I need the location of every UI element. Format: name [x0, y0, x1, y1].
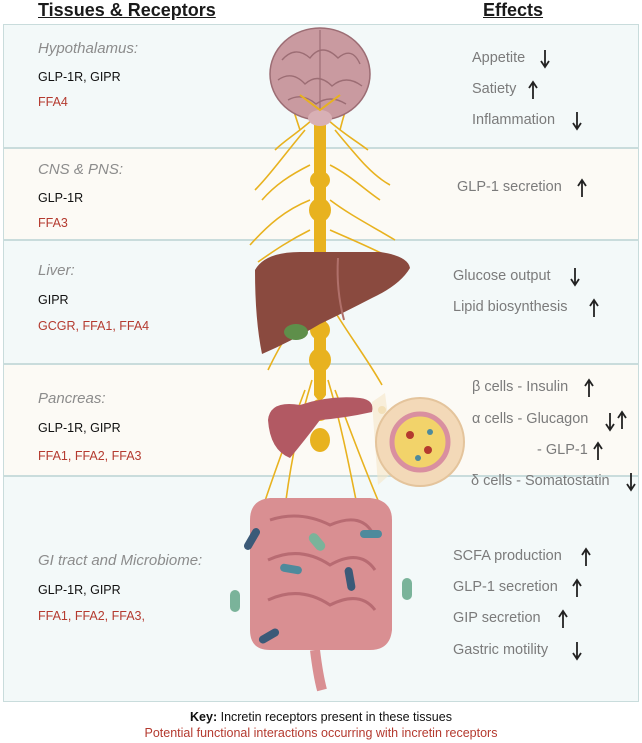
- effect-glp1-secretion-cns: GLP-1 secretion: [457, 179, 562, 195]
- up-arrow-icon: [572, 578, 582, 597]
- effect-glucose-output: Glucose output: [453, 268, 551, 284]
- up-arrow-icon: [558, 609, 568, 628]
- effect-beta-insulin: β cells - Insulin: [472, 379, 569, 395]
- effect-inflammation: Inflammation: [472, 112, 556, 128]
- receptors-hypothalamus: GLP-1R, GIPR: [38, 70, 121, 84]
- tissue-cns-pns: CNS & PNS:: [38, 161, 124, 178]
- down-arrow-icon: [540, 50, 550, 69]
- effect-delta-somatostatin: δ cells - Somatostatin: [471, 473, 610, 489]
- effect-gastric-motility: Gastric motility: [453, 642, 549, 658]
- potential-pancreas: FFA1, FFA2, FFA3: [38, 449, 142, 463]
- receptors-pancreas: GLP-1R, GIPR: [38, 421, 121, 435]
- potential-cns-pns: FFA3: [38, 216, 68, 230]
- potential-gi-tract: FFA1, FFA2, FFA3,: [38, 609, 145, 623]
- key-text: Incretin receptors present in these tiss…: [220, 710, 452, 724]
- potential-hypothalamus: FFA4: [38, 95, 68, 109]
- down-arrow-icon: [572, 112, 582, 131]
- tissue-pancreas: Pancreas:: [38, 390, 106, 407]
- pancreas: [268, 397, 386, 458]
- up-arrow-icon: [589, 298, 599, 317]
- tissues-receptors-header: Tissues & Receptors: [38, 0, 216, 20]
- up-arrow-icon: [528, 80, 538, 99]
- islet-zoom: [372, 393, 465, 487]
- tissue-liver: Liver:: [38, 262, 75, 279]
- effect-lipid-biosynthesis: Lipid biosynthesis: [453, 299, 568, 315]
- liver: [255, 252, 410, 354]
- key-label: Key:: [190, 710, 218, 724]
- effect-alpha-glucagon: α cells - Glucagon: [472, 411, 589, 427]
- effect-gip-secretion: GIP secretion: [453, 610, 541, 626]
- tissue-hypothalamus: Hypothalamus:: [38, 40, 139, 57]
- gi-tract: [230, 498, 412, 692]
- down-arrow-icon: [626, 473, 636, 492]
- effect-alpha-glp1: - GLP-1: [537, 442, 588, 458]
- receptors-cns-pns: GLP-1R: [38, 191, 84, 205]
- key-potential: Potential functional interactions occurr…: [144, 726, 498, 740]
- up-arrow-icon: [577, 178, 587, 197]
- down-arrow-icon: [605, 413, 615, 432]
- down-arrow-icon: [570, 268, 580, 287]
- up-arrow-icon: [581, 547, 591, 566]
- potential-liver: GCGR, FFA1, FFA4: [38, 319, 150, 333]
- effect-scfa-production: SCFA production: [453, 548, 562, 564]
- effects-header: Effects: [483, 0, 544, 20]
- brain: [269, 27, 371, 126]
- key-line: Key: Incretin receptors present in these…: [0, 710, 642, 724]
- receptors-liver: GIPR: [38, 293, 69, 307]
- up-arrow-icon: [584, 378, 594, 397]
- up-arrow-icon: [617, 410, 627, 429]
- up-arrow-icon: [593, 441, 603, 460]
- effect-glp1-secretion-gi: GLP-1 secretion: [453, 579, 558, 595]
- effect-appetite: Appetite: [472, 50, 526, 66]
- tissue-gi-tract: GI tract and Microbiome:: [38, 552, 203, 569]
- effect-satiety: Satiety: [472, 81, 517, 97]
- receptors-gi-tract: GLP-1R, GIPR: [38, 583, 121, 597]
- down-arrow-icon: [572, 642, 582, 661]
